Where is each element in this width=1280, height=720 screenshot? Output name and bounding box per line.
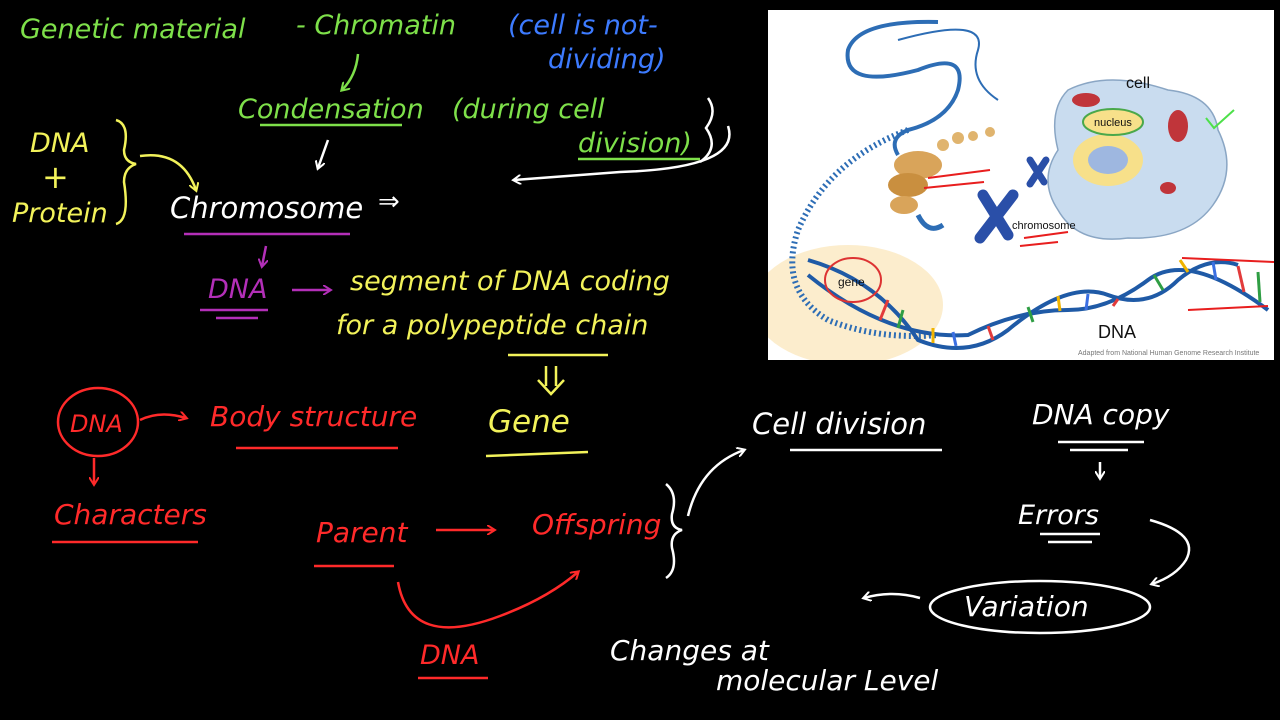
figure-label-gene: gene [838,275,865,289]
note-condensation: Condensation [238,94,424,125]
note-cell-division: Cell division [752,407,926,441]
note-dna-copy: DNA copy [1032,398,1170,431]
dna-cell-illustration: cell nucleus chromosome [753,10,1275,365]
figure-label-chromosome: chromosome [1012,220,1076,232]
note-gene: Gene [488,404,570,440]
figure-label-cell: cell [1126,75,1150,92]
chromosome-x-large [974,189,1019,244]
note-dna-red: DNA [420,640,479,671]
note-chromosome: Chromosome [170,191,363,225]
note-protein: Protein [12,198,108,229]
annotation-red-lines-coil [923,169,991,189]
arrow-condensation-to-chromosome [318,139,330,168]
brace-dna-protein [115,118,137,226]
note-implies: ⇒ [378,187,400,217]
note-changes-line2: molecular Level [716,664,939,697]
arrow-chromosome-to-dna [262,245,266,266]
figure-label-nucleus: nucleus [1094,117,1132,129]
note-genetic-material: Genetic material [20,14,246,45]
annotation-red-lines-dna [1181,257,1275,311]
cell-body [1047,79,1228,240]
chromosome-x-small [1026,156,1050,188]
note-offspring: Offspring [532,508,661,541]
annotation-checkmark [1205,109,1235,130]
note-dna-circle: DNA [70,410,123,438]
note-variation: Variation [964,590,1089,623]
note-cell-not-dividing-line2: dividing) [548,44,666,75]
note-during-cell-division-line1: (during cell [452,94,605,125]
note-characters: Characters [54,498,207,531]
arrow-offspring-to-cell-division [686,450,744,517]
illustration-svg: cell nucleus chromosome [753,19,1275,365]
note-cell-not-dividing-line1: (cell is not- [508,10,658,41]
note-dna-yellow: DNA [30,128,89,159]
dna-double-helix [806,258,1270,350]
note-dna-purple: DNA [208,274,267,305]
arrow-errors-to-variation [1150,518,1191,584]
note-segment-line1: segment of DNA coding [350,266,670,297]
note-during-cell-division-line2: division) [578,128,692,159]
figure-label-dna: DNA [1098,322,1136,342]
note-plus: + [42,158,69,196]
figure-credit: Adapted from National Human Genome Resea… [1078,350,1259,357]
note-chromatin: - Chromatin [296,10,456,41]
note-errors: Errors [1018,500,1099,531]
arrow-division-to-chromosome [514,125,731,180]
note-parent: Parent [316,516,409,549]
oval-variation [928,579,1152,635]
annotation-red-lines-chromosome [1019,231,1069,247]
arrow-chromatin-to-condensation [342,53,360,90]
underline-gene [485,450,589,458]
chromatin-coil [888,127,995,231]
arrow-double-to-gene [537,366,565,396]
note-body-structure: Body structure [210,400,417,433]
arrow-dna-to-body [139,414,186,420]
note-segment-line2: for a polypeptide chain [336,310,648,341]
note-changes-line1: Changes at [610,634,770,667]
brace-offspring [665,483,683,580]
arrow-variation-to-changes [864,594,921,598]
arrow-protein-to-chromosome [139,153,196,190]
arrow-parent-via-dna [396,572,578,629]
bracket-division [699,97,714,164]
circle-dna [56,386,140,458]
